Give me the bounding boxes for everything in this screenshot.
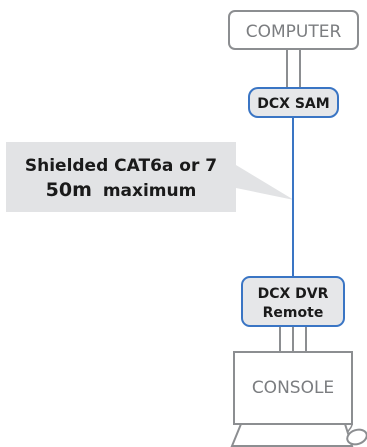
dcx-dvr-remote-line2: Remote bbox=[263, 305, 324, 321]
cable-callout-bubble bbox=[6, 142, 294, 212]
computer-box bbox=[228, 10, 359, 50]
console-box bbox=[233, 351, 353, 425]
cable-distance-suffix: maximum bbox=[103, 181, 197, 201]
cable-type-label: Shielded CAT6a or 7 bbox=[25, 156, 217, 176]
keyboard-icon bbox=[230, 423, 354, 447]
console-label: CONSOLE bbox=[252, 378, 334, 398]
cable-distance-value: 50m bbox=[46, 179, 92, 201]
mouse-cable bbox=[347, 423, 353, 433]
dcx-sam-label: DCX SAM bbox=[257, 96, 329, 112]
dcx-dvr-remote-module bbox=[241, 276, 345, 327]
computer-label: COMPUTER bbox=[246, 22, 342, 42]
dcx-sam-module bbox=[248, 87, 339, 118]
dcx-dvr-remote-line1: DCX DVR bbox=[258, 286, 329, 302]
cable-distance-line: 50m maximum bbox=[46, 179, 197, 201]
